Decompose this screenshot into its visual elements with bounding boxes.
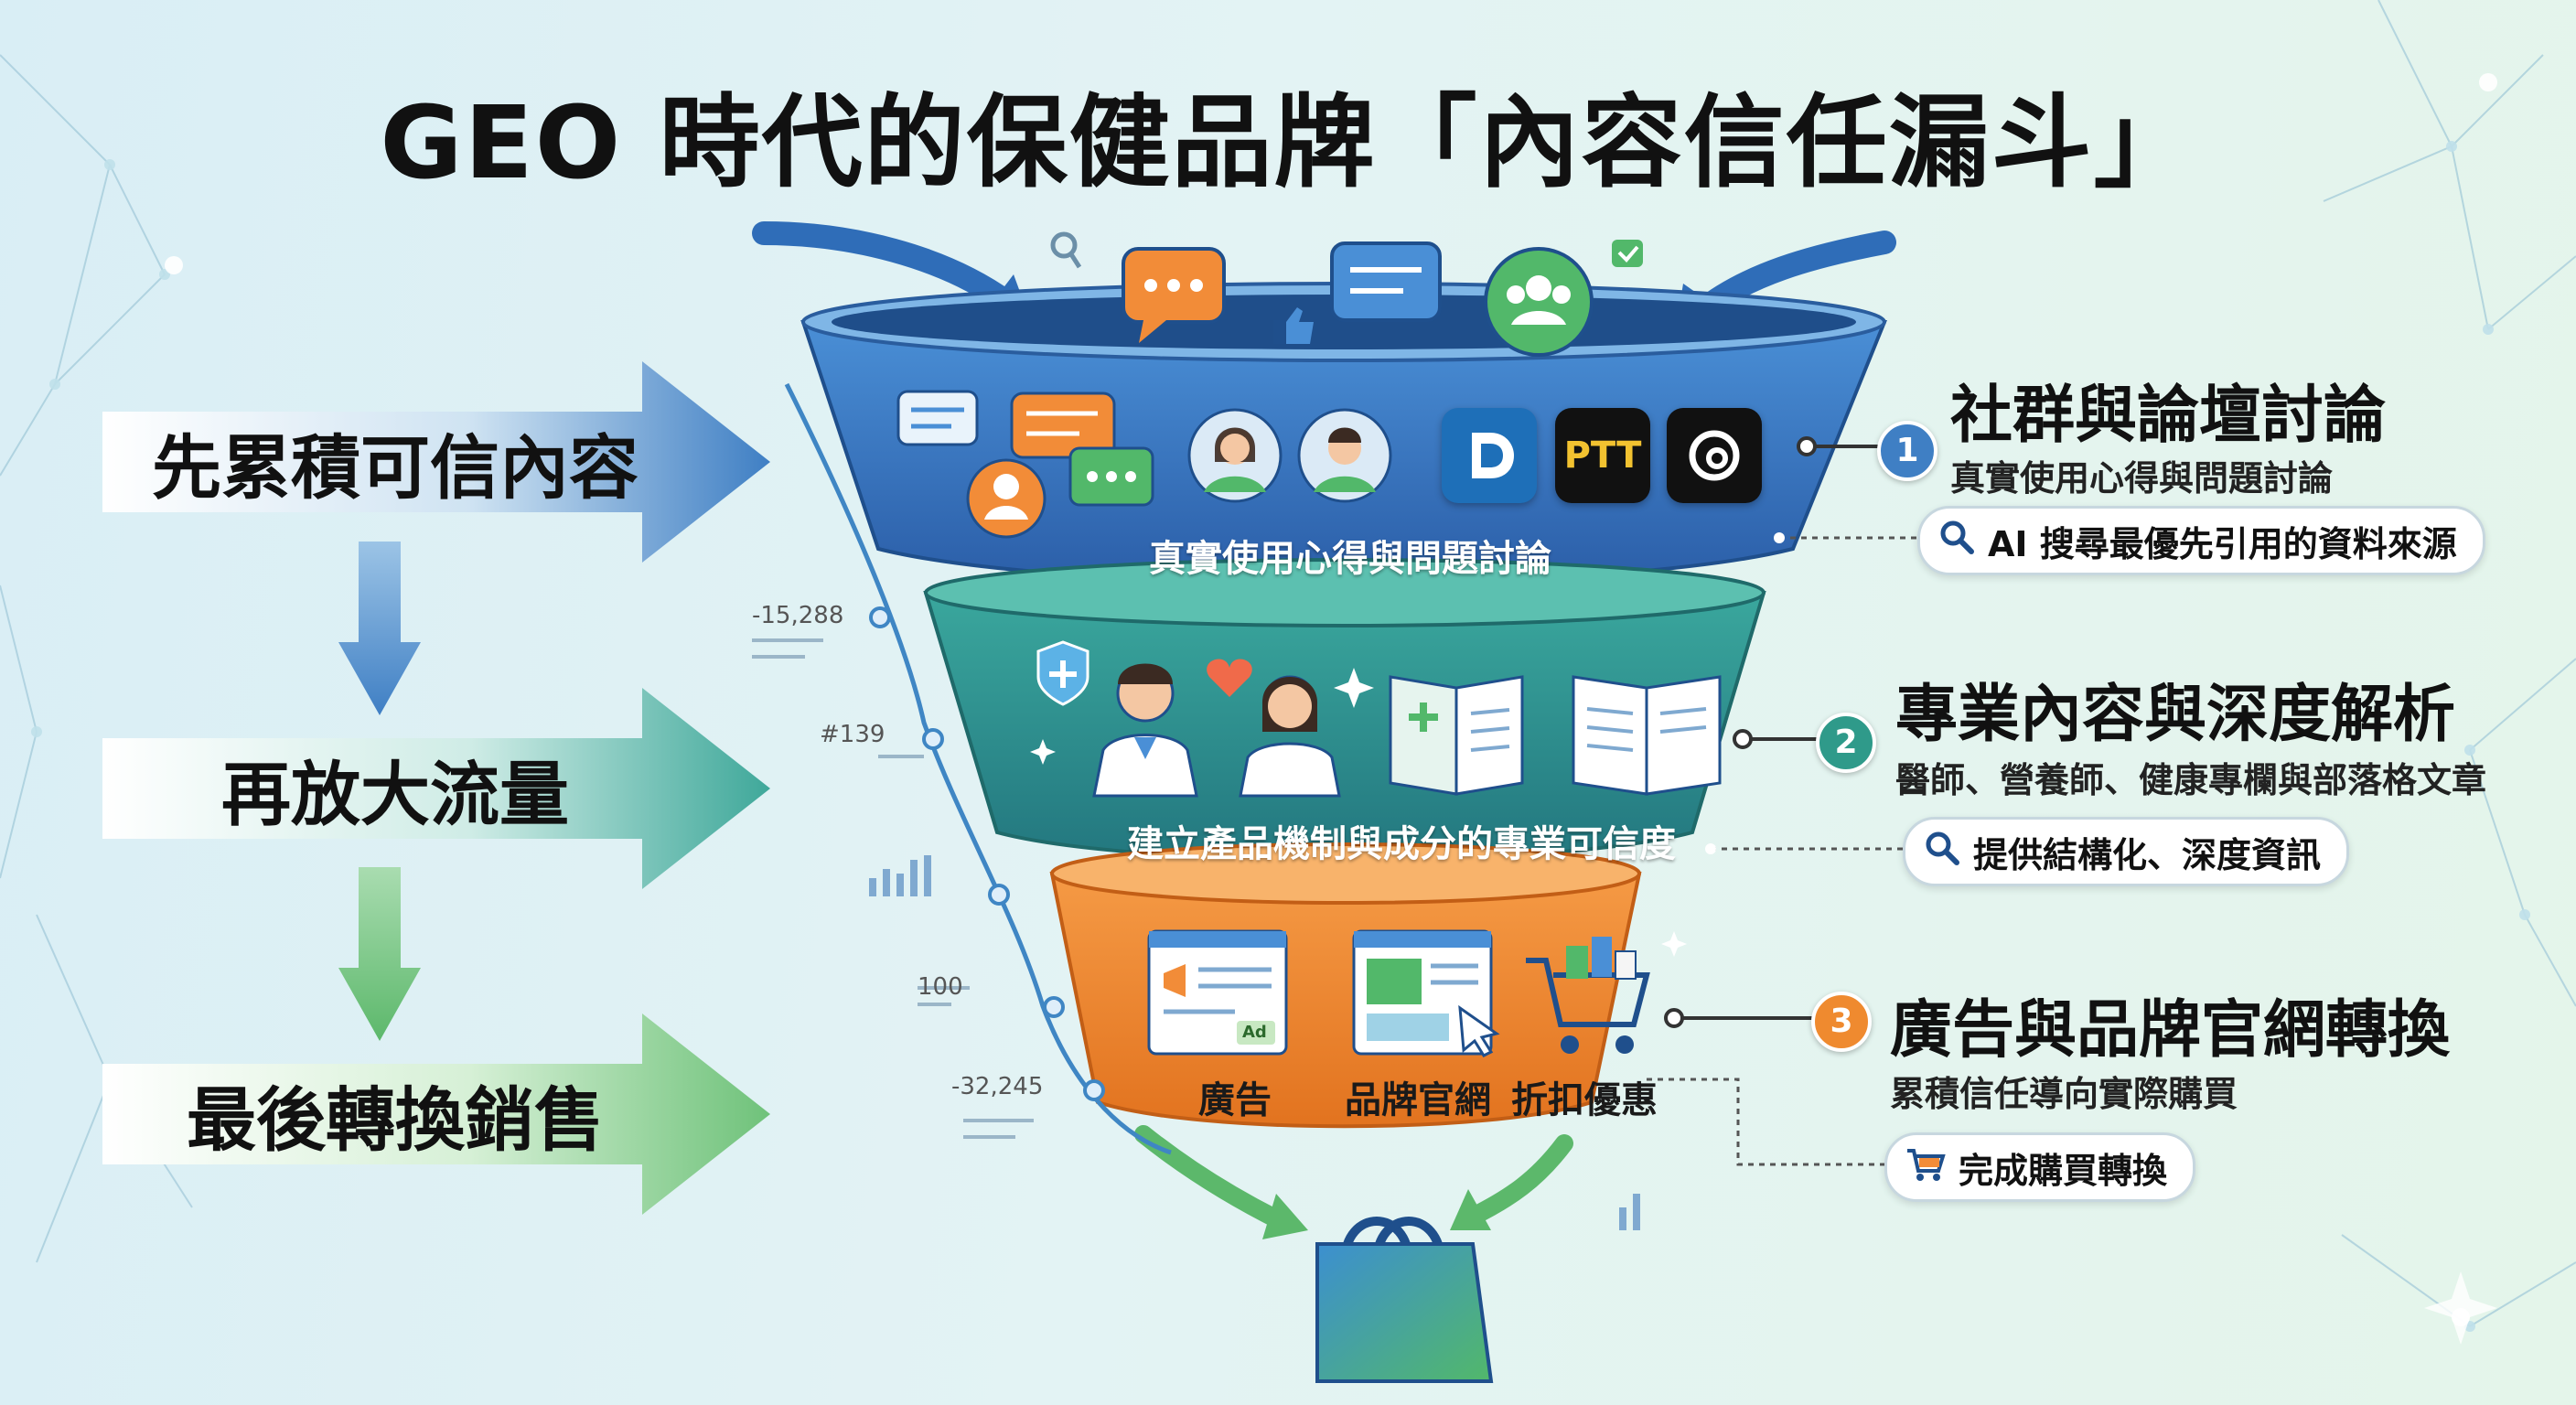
open-book-icon bbox=[1572, 675, 1722, 796]
ad-tag: Ad bbox=[1242, 1023, 1267, 1042]
woman-avatar-icon bbox=[1187, 408, 1283, 503]
stage-subtitle: 真實使用心得與問題討論 bbox=[1950, 458, 2334, 499]
ptt-logo-icon: PTT bbox=[1555, 408, 1650, 503]
community-icon bbox=[1484, 247, 1594, 357]
dcard-glyph bbox=[1472, 433, 1514, 478]
step-label: 最後轉換銷售 bbox=[187, 1079, 604, 1161]
message-icon bbox=[1330, 241, 1442, 322]
down-arrow-icon bbox=[338, 542, 421, 715]
stage-number-badge: 3 bbox=[1811, 992, 1872, 1052]
step-convert-sales: 最後轉換銷售 bbox=[102, 1014, 770, 1215]
stage-number-badge: 1 bbox=[1877, 421, 1937, 481]
cart-icon bbox=[1905, 1145, 1946, 1190]
stage-title: 專業內容與深度解析 bbox=[1895, 679, 2456, 751]
step-arrow-shape bbox=[102, 361, 770, 563]
brand-website-icon bbox=[1352, 929, 1500, 1057]
bottom-item-ads: 廣告 bbox=[1198, 1079, 1272, 1121]
stage-number-badge: 2 bbox=[1816, 713, 1876, 773]
stage-title: 社群與論壇討論 bbox=[1950, 380, 2387, 452]
stage-pill: 完成購買轉換 bbox=[1884, 1132, 2196, 1202]
stage-pill: AI 搜尋最優先引用的資料來源 bbox=[1917, 506, 2485, 575]
stage-subtitle: 醫師、營養師、健康專欄與部落格文章 bbox=[1895, 760, 2487, 800]
step-arrow-shape bbox=[102, 1014, 770, 1215]
like-icon bbox=[1273, 307, 1314, 344]
side-number: 100 bbox=[918, 973, 963, 1001]
dcard-logo-icon bbox=[1442, 408, 1537, 503]
step-accumulate-content: 先累積可信內容 bbox=[102, 361, 770, 563]
shopping-cart-icon bbox=[1526, 937, 1650, 1054]
step-amplify-traffic: 再放大流量 bbox=[102, 688, 770, 889]
down-arrow-icon bbox=[338, 867, 421, 1041]
bottom-item-discount: 折扣優惠 bbox=[1511, 1079, 1658, 1121]
ad-browser-icon bbox=[1147, 929, 1288, 1056]
nurse-avatar-icon bbox=[1239, 675, 1341, 798]
threads-glyph bbox=[1689, 430, 1740, 481]
chat-bubble-icon bbox=[896, 390, 979, 446]
search-icon bbox=[1050, 231, 1082, 269]
medical-book-icon bbox=[1389, 675, 1524, 796]
side-number: -32,245 bbox=[951, 1073, 1044, 1100]
check-icon bbox=[1612, 240, 1643, 267]
bottom-item-brand-site: 品牌官網 bbox=[1345, 1079, 1491, 1121]
page-title: GEO 時代的保健品牌「內容信任漏斗」 bbox=[380, 84, 2196, 201]
top-band-caption: 真實使用心得與問題討論 bbox=[1149, 538, 1551, 580]
threads-logo-icon bbox=[1667, 408, 1762, 503]
shopping-bag-icon bbox=[1315, 1217, 1494, 1383]
chat-bubble-icon bbox=[1068, 446, 1154, 507]
stage-pill-text: 提供結構化、深度資訊 bbox=[1973, 834, 2322, 875]
chat-bubble-icon bbox=[1122, 247, 1226, 343]
heart-pulse-icon bbox=[1207, 659, 1252, 697]
search-icon bbox=[1938, 519, 1975, 563]
step-label: 先累積可信內容 bbox=[152, 427, 639, 509]
step-arrow-shape bbox=[102, 688, 770, 889]
doctor-avatar-icon bbox=[1092, 663, 1198, 798]
search-icon bbox=[1924, 830, 1960, 874]
stage-subtitle: 累積信任導向實際購買 bbox=[1890, 1074, 2238, 1114]
step-label: 再放大流量 bbox=[221, 754, 569, 835]
chat-bubble-icon bbox=[1010, 391, 1116, 459]
side-number: -15,288 bbox=[752, 602, 844, 629]
user-avatar-icon bbox=[966, 458, 1046, 539]
middle-band-caption: 建立產品機制與成分的專業可信度 bbox=[1127, 823, 1676, 865]
stage-pill-text: 完成購買轉換 bbox=[1959, 1150, 2168, 1191]
stage-pill-text: AI 搜尋最優先引用的資料來源 bbox=[1988, 523, 2457, 564]
man-avatar-icon bbox=[1297, 408, 1392, 503]
stage-pill: 提供結構化、深度資訊 bbox=[1903, 817, 2350, 886]
stage-title: 廣告與品牌官網轉換 bbox=[1890, 994, 2451, 1067]
side-number: #139 bbox=[820, 721, 886, 748]
shield-icon bbox=[1036, 640, 1089, 706]
ptt-logo-text: PTT bbox=[1563, 434, 1642, 477]
